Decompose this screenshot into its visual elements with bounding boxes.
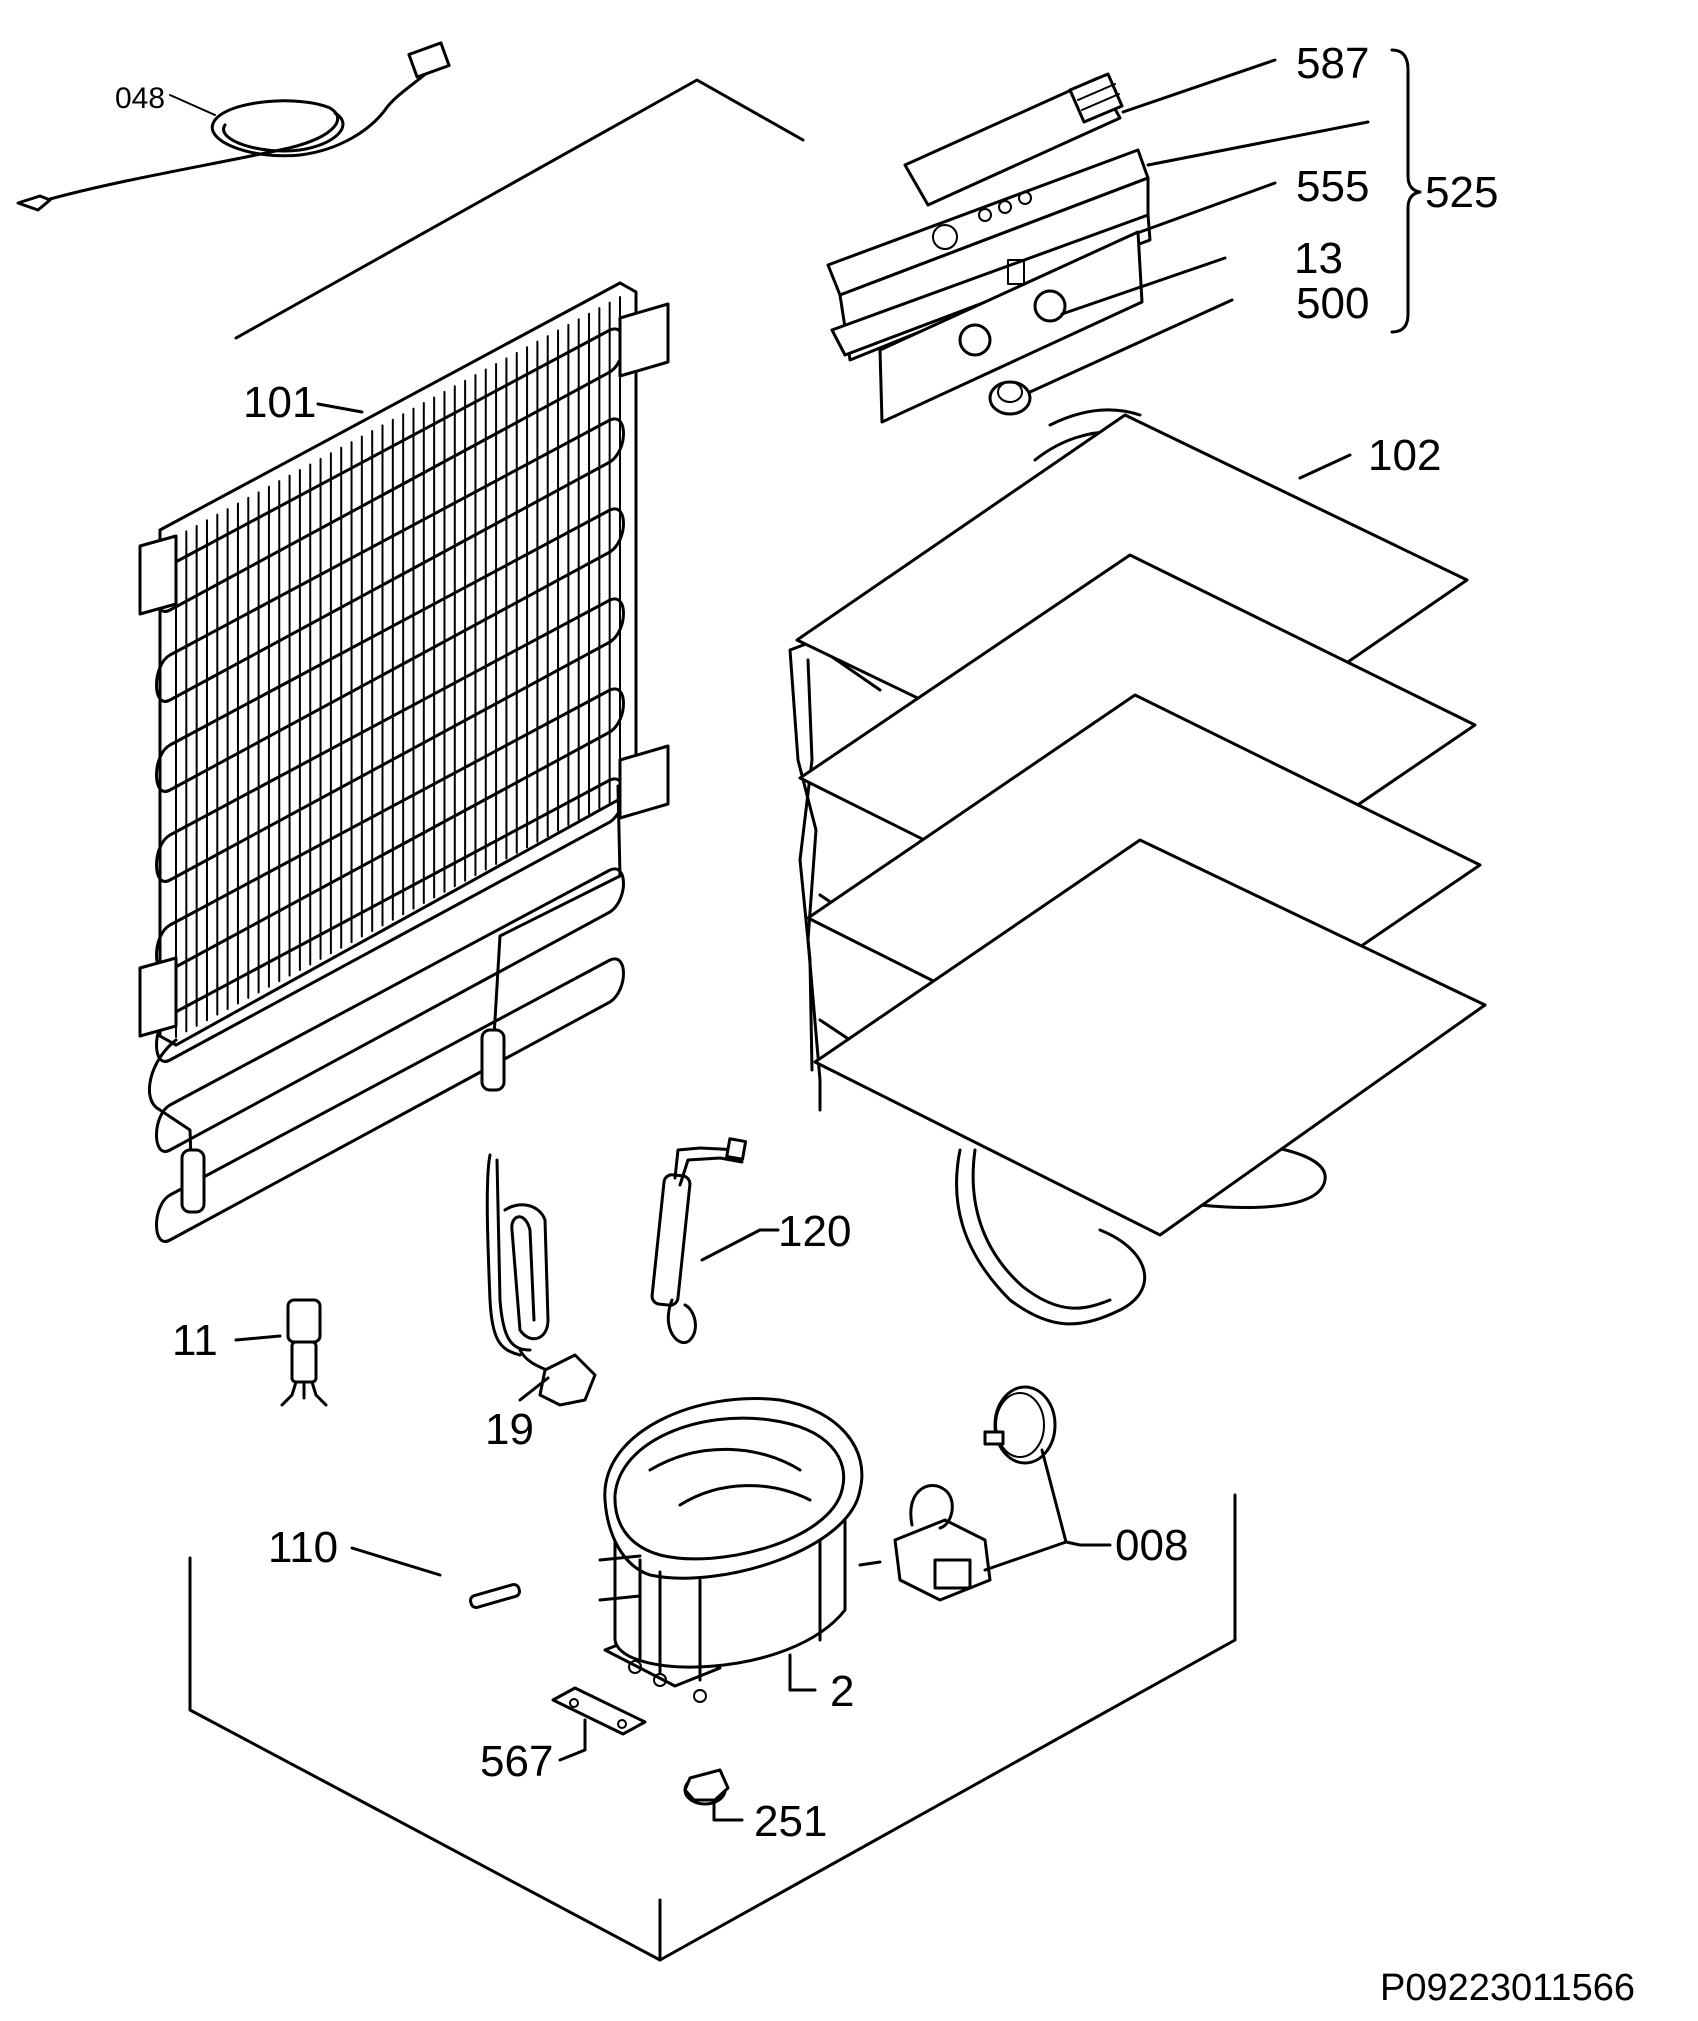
- part-13-thermostat-knob: [988, 380, 1032, 416]
- leader-13: [1060, 256, 1227, 316]
- callout-525: 525: [1425, 168, 1498, 217]
- callout-11: 11: [172, 1316, 218, 1365]
- brace-525: [1390, 48, 1422, 334]
- leader-008b: [983, 1540, 1068, 1572]
- leader-19: [518, 1376, 550, 1402]
- leader-048: [169, 94, 216, 116]
- part-102-evaporator-shelves: [788, 408, 1487, 1326]
- leader-555: [1138, 181, 1277, 234]
- part-008-overload-protector: [893, 1385, 1057, 1602]
- part-567-plate: [551, 1686, 647, 1736]
- callout-102: 102: [1368, 431, 1441, 480]
- callout-251: 251: [754, 1797, 827, 1846]
- leader-11: [234, 1334, 282, 1342]
- part-101-condenser: [138, 281, 670, 1243]
- leader-251: [712, 1798, 744, 1822]
- leader-2: [788, 1653, 817, 1692]
- leader-101: [316, 402, 364, 414]
- callout-500: 500: [1296, 279, 1369, 328]
- part-11-start-relay: [280, 1298, 328, 1407]
- part-251-nut: [683, 1768, 730, 1806]
- callout-101: 101: [243, 378, 316, 427]
- leader-extra: [1146, 120, 1370, 167]
- callout-110: 110: [268, 1523, 338, 1572]
- part-19-power-cable: [485, 1153, 597, 1407]
- callout-19: 19: [485, 1405, 534, 1454]
- leader-500: [1028, 298, 1234, 394]
- callout-2: 2: [830, 1667, 854, 1716]
- callout-13: 13: [1294, 234, 1343, 283]
- callout-008: 008: [1115, 1521, 1188, 1570]
- part-555-control-housing: [826, 148, 1152, 362]
- reference-code: P09223011566: [1380, 1967, 1635, 2009]
- part-500-panel-plate: [878, 230, 1144, 424]
- leader-567: [558, 1718, 587, 1762]
- callout-587: 587: [1296, 39, 1369, 88]
- callout-567: 567: [480, 1737, 553, 1786]
- leader-120: [700, 1228, 762, 1262]
- cabinet-bottom-outline: [188, 1493, 1237, 1962]
- part-587-control-board: [903, 72, 1124, 207]
- callout-048: 048: [115, 82, 165, 115]
- part-2-compressor: [598, 1397, 882, 1703]
- cabinet-top-outline: [234, 78, 805, 340]
- part-110-pin: [468, 1583, 522, 1609]
- leader-008a: [1040, 1448, 1112, 1547]
- part-048-sensor-cable: [16, 41, 451, 212]
- leader-110: [350, 1546, 442, 1577]
- callout-555: 555: [1296, 162, 1369, 211]
- leader-587: [1121, 58, 1277, 114]
- leader-102: [1298, 453, 1352, 480]
- callout-120: 120: [778, 1207, 851, 1256]
- part-120-filter-drier: [650, 1137, 748, 1344]
